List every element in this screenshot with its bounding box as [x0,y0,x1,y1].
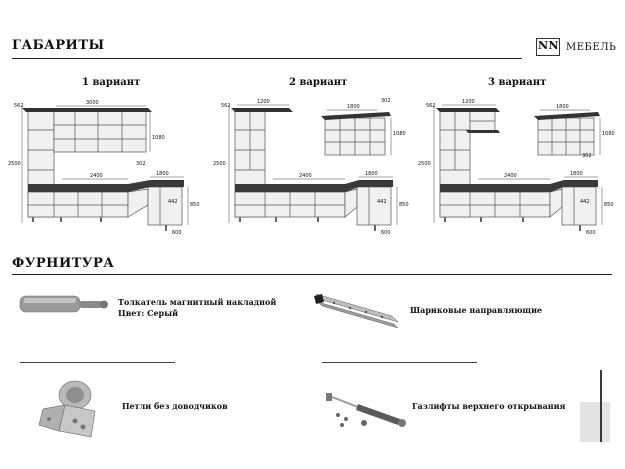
v1-dim-counter-w: 2400 [90,173,103,179]
v3-dim-base-h: 850 [604,202,614,208]
v2-dim-right-inner: 442 [377,199,387,205]
v3-dim-width-top: 1200 [462,99,475,105]
header-divider [12,58,522,59]
section-title-hardware: ФУРНИТУРА [12,256,115,271]
v3-dim-right-depth: 600 [586,230,596,236]
variant-2-title: 2 вариант [289,77,348,88]
v2-dim-counter-w: 2400 [299,173,312,179]
v1-dim-right-inner: 442 [168,199,178,205]
v2-dim-upper-h: 1080 [393,131,406,137]
hardware-item-3-line1: Петли без доводчиков [122,401,228,411]
v2-dim-depth-left: 562 [221,103,231,109]
decorative-vertical-line [600,370,602,442]
push-latch-icon [19,295,108,313]
v3-dim-upper-w: 1800 [556,104,569,110]
v2-dim-right-depth: 600 [381,230,391,236]
variant-3-drawing: 562 1200 2500 1800 302 1080 2400 1800 85… [418,99,615,236]
v1-dim-right-w: 1800 [156,171,169,177]
v1-dim-upper-depth: 302 [136,161,146,167]
hinge-icon [38,380,96,438]
decorative-gray-block [580,402,610,442]
hardware-item-1-line2: Цвет: Серый [118,308,179,318]
v2-dim-right-w: 1800 [365,171,378,177]
v3-dim-right-w: 1800 [570,171,583,177]
hardware-item-2-line1: Шариковые направляющие [410,305,543,315]
section-title-dimensions: ГАБАРИТЫ [12,38,105,53]
brand-logo: NN МЕБЕЛЬ [528,34,618,58]
v2-dim-base-h: 850 [399,202,409,208]
hardware-underline-1 [20,362,175,363]
hardware-item-4-line1: Газлифты верхнего открывания [412,401,566,411]
v1-dim-height: 2500 [8,161,21,167]
hardware-divider [12,274,612,275]
variant-2-drawing: 562 1200 2500 1800 302 1080 2400 1800 85… [213,98,409,236]
variant-1-title: 1 вариант [82,77,141,88]
v3-dim-height: 2500 [418,161,431,167]
v1-dim-right-depth: 600 [172,230,182,236]
v3-dim-counter-w: 2400 [504,173,517,179]
logo-text: МЕБЕЛЬ [566,42,617,53]
v3-dim-upper-h: 1080 [602,131,615,137]
v3-dim-right-inner: 442 [580,199,590,205]
ball-slide-icon [314,293,399,329]
gas-lift-icon [326,393,406,427]
variant-1-drawing: 562 3000 2500 1080 302 2400 1800 850 442… [8,100,200,236]
v3-dim-depth-left: 562 [426,103,436,109]
v1-dim-depth-left: 562 [14,103,24,109]
v3-dim-upper-depth: 302 [582,153,592,159]
hardware-item-1-line1: Толкатель магнитный накладной [118,297,277,307]
v2-dim-width-top: 1200 [257,99,270,105]
variant-3-title: 3 вариант [488,77,547,88]
v2-dim-height: 2500 [213,161,226,167]
v1-dim-upper-h: 1080 [152,135,165,141]
hardware-underline-2 [322,362,477,363]
v1-dim-base-h: 850 [190,202,200,208]
v1-dim-width-top: 3000 [86,100,99,106]
logo-mark: NN [538,39,560,52]
v2-dim-upper-depth: 302 [381,98,391,104]
v2-dim-upper-w: 1800 [347,104,360,110]
logo-mark-box [536,38,560,56]
